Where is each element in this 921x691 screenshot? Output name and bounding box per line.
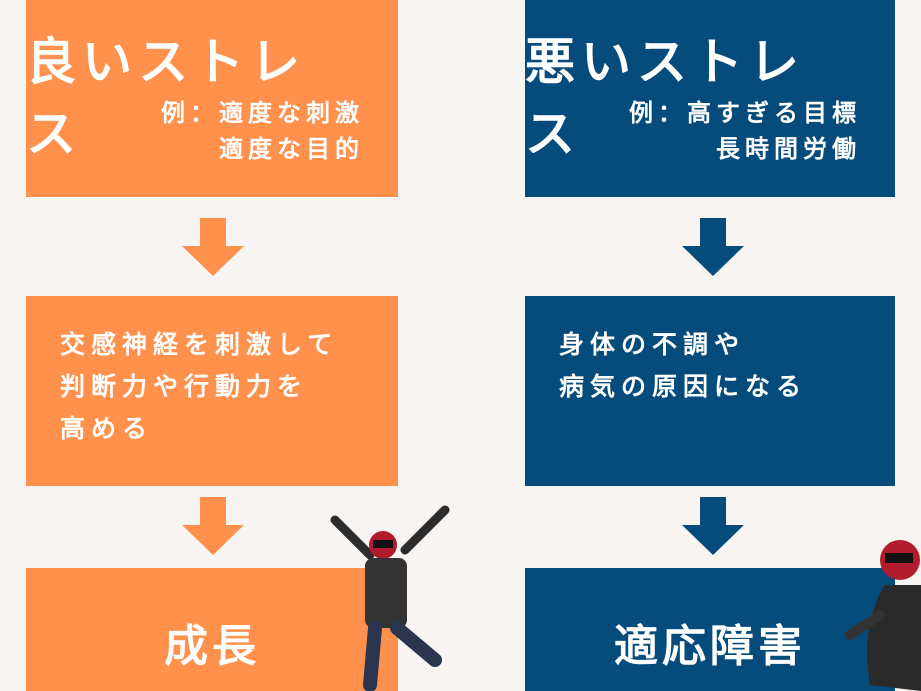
crouching-person-image (845, 540, 921, 691)
good-stress-examples: 例：適度な刺激適度な目的 (161, 95, 364, 167)
result-label: 適応障害 (614, 621, 806, 672)
example-line: 例：高すぎる目標 (629, 99, 861, 127)
example-line: 適度な目的 (219, 135, 364, 163)
good-stress-box: 良いストレス 例：適度な刺激適度な目的 (26, 0, 398, 197)
bad-effect-box: 身体の不調や 病気の原因になる (525, 296, 895, 486)
effect-line: 病気の原因になる (559, 372, 808, 401)
bad-stress-examples: 例：高すぎる目標長時間労働 (629, 95, 861, 167)
bad-stress-title: 悪いストレス (525, 33, 805, 163)
effect-line: 高める (60, 414, 154, 443)
example-line: 例：適度な刺激 (161, 99, 364, 127)
effect-line: 交感神経を刺激して (60, 330, 339, 359)
bad-stress-box: 悪いストレス 例：高すぎる目標長時間労働 (525, 0, 895, 197)
jumping-person-image (330, 505, 450, 691)
effect-line: 判断力や行動力を (60, 372, 309, 401)
good-result-box: 成長 (26, 568, 398, 691)
effect-line: 身体の不調や (559, 330, 746, 359)
good-stress-title: 良いストレス (26, 33, 306, 163)
example-line: 長時間労働 (716, 135, 861, 163)
good-effect-box: 交感神経を刺激して 判断力や行動力を 高める (26, 296, 398, 486)
result-label: 成長 (164, 621, 260, 672)
bad-result-box: 適応障害 (525, 568, 895, 691)
